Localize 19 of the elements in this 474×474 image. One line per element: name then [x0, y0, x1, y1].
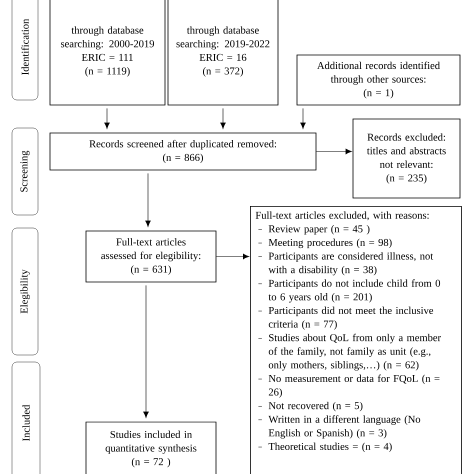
arrow [220, 108, 226, 129]
arrow [104, 108, 110, 129]
process-box: through database searching: 2019-2022 ERIC = 16 (n = 372) [168, 0, 278, 106]
arrow [316, 148, 352, 154]
process-box: Studies included in quantitative synthesis (n = 72 ) [86, 422, 216, 474]
stage-band: Screening [12, 128, 38, 216]
arrow [143, 285, 149, 418]
stage-band: Identification [12, 0, 38, 100]
process-box: Additional records identified through other sources: (n = 1) [296, 54, 460, 106]
arrow [300, 108, 306, 129]
process-box: Records excluded: titles and abstracts not relevant: (n = 235) [352, 118, 460, 198]
stage-band: Elegibility [12, 228, 38, 356]
process-box: through database searching: 2000-2019 ERIC = 111 (n = 1119) [50, 0, 166, 106]
process-box: Full-text articles assessed for elegibility: (n = 631) [86, 230, 216, 282]
arrow [216, 254, 250, 260]
arrow [145, 173, 151, 227]
stage-band: Included [12, 362, 40, 474]
exclusion-list-box: Full-text articles excluded, with reasons: Review paper (n = 45 ) Meeting procedures (n = 98) Participants are considered illness, not with a disability (n = 38) Participants do not include child from 0 to 6 years old (n = 201) Participants did not meet the inclusive criteria (n = 77) Studies about QoL from only a member of the family, not family as unit (e.g., only mothers, siblings,…) (n = 62) No measurement or data for FQoL (n = 26) Not recovered (n = 5) Written in a different language (No English or Spanish) (n = 3) Theoretical studies = (n = 4) [250, 206, 462, 474]
process-box: Records screened after duplicated removed: (n = 866) [50, 132, 316, 170]
